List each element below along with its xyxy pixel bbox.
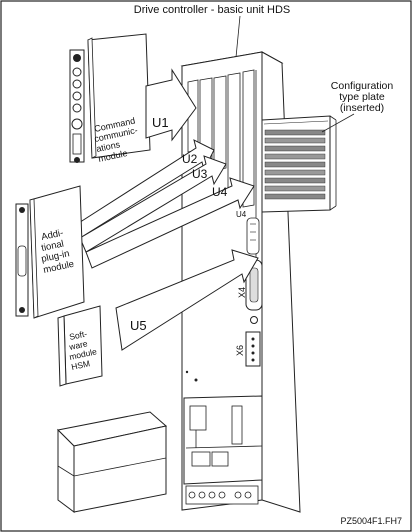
command-communications-module bbox=[69, 33, 151, 163]
command-module-label-line-3: ations bbox=[95, 139, 121, 154]
slot-label-u3: U3 bbox=[192, 167, 208, 181]
software-module-label-line-1: Soft- bbox=[68, 328, 88, 342]
connector-label-x4: X4 bbox=[237, 287, 247, 298]
plugin-module-label-line-1: Addi- bbox=[40, 228, 64, 243]
config-plate-label-line-1: Configuration bbox=[331, 80, 394, 92]
slot-label-u1: U1 bbox=[152, 115, 169, 130]
connector-x6 bbox=[245, 331, 261, 367]
config-plate-leader-line bbox=[321, 113, 355, 133]
arrow-u1 bbox=[145, 68, 197, 142]
figure-id: PZ5004F1.FH7 bbox=[340, 516, 402, 526]
software-module-label-line-2: ware bbox=[67, 338, 88, 352]
plugin-module-label-line-2: tional bbox=[40, 238, 65, 253]
slot-small-label-u4: U4 bbox=[236, 210, 247, 219]
config-plate-label-line-3: (inserted) bbox=[340, 102, 384, 114]
config-plate-label-line-2: type plate bbox=[339, 91, 385, 103]
terminal-cover bbox=[56, 411, 168, 513]
slot-label-u4: U4 bbox=[212, 185, 228, 199]
status-led-icon bbox=[250, 316, 258, 324]
arrow-u4 bbox=[85, 177, 255, 269]
diagram-title: Drive controller - basic unit HDS bbox=[134, 4, 291, 16]
arrow-u3 bbox=[79, 155, 227, 253]
configuration-type-plate bbox=[261, 115, 337, 213]
slot-label-u2: U2 bbox=[182, 152, 198, 166]
slot-label-u5: U5 bbox=[130, 318, 147, 333]
software-module-label-line-4: HSM bbox=[70, 358, 91, 372]
arrow-u5 bbox=[115, 249, 259, 351]
software-module-hsm bbox=[57, 305, 103, 387]
additional-plugin-module bbox=[15, 185, 85, 319]
connector-label-x6: X6 bbox=[235, 345, 245, 356]
